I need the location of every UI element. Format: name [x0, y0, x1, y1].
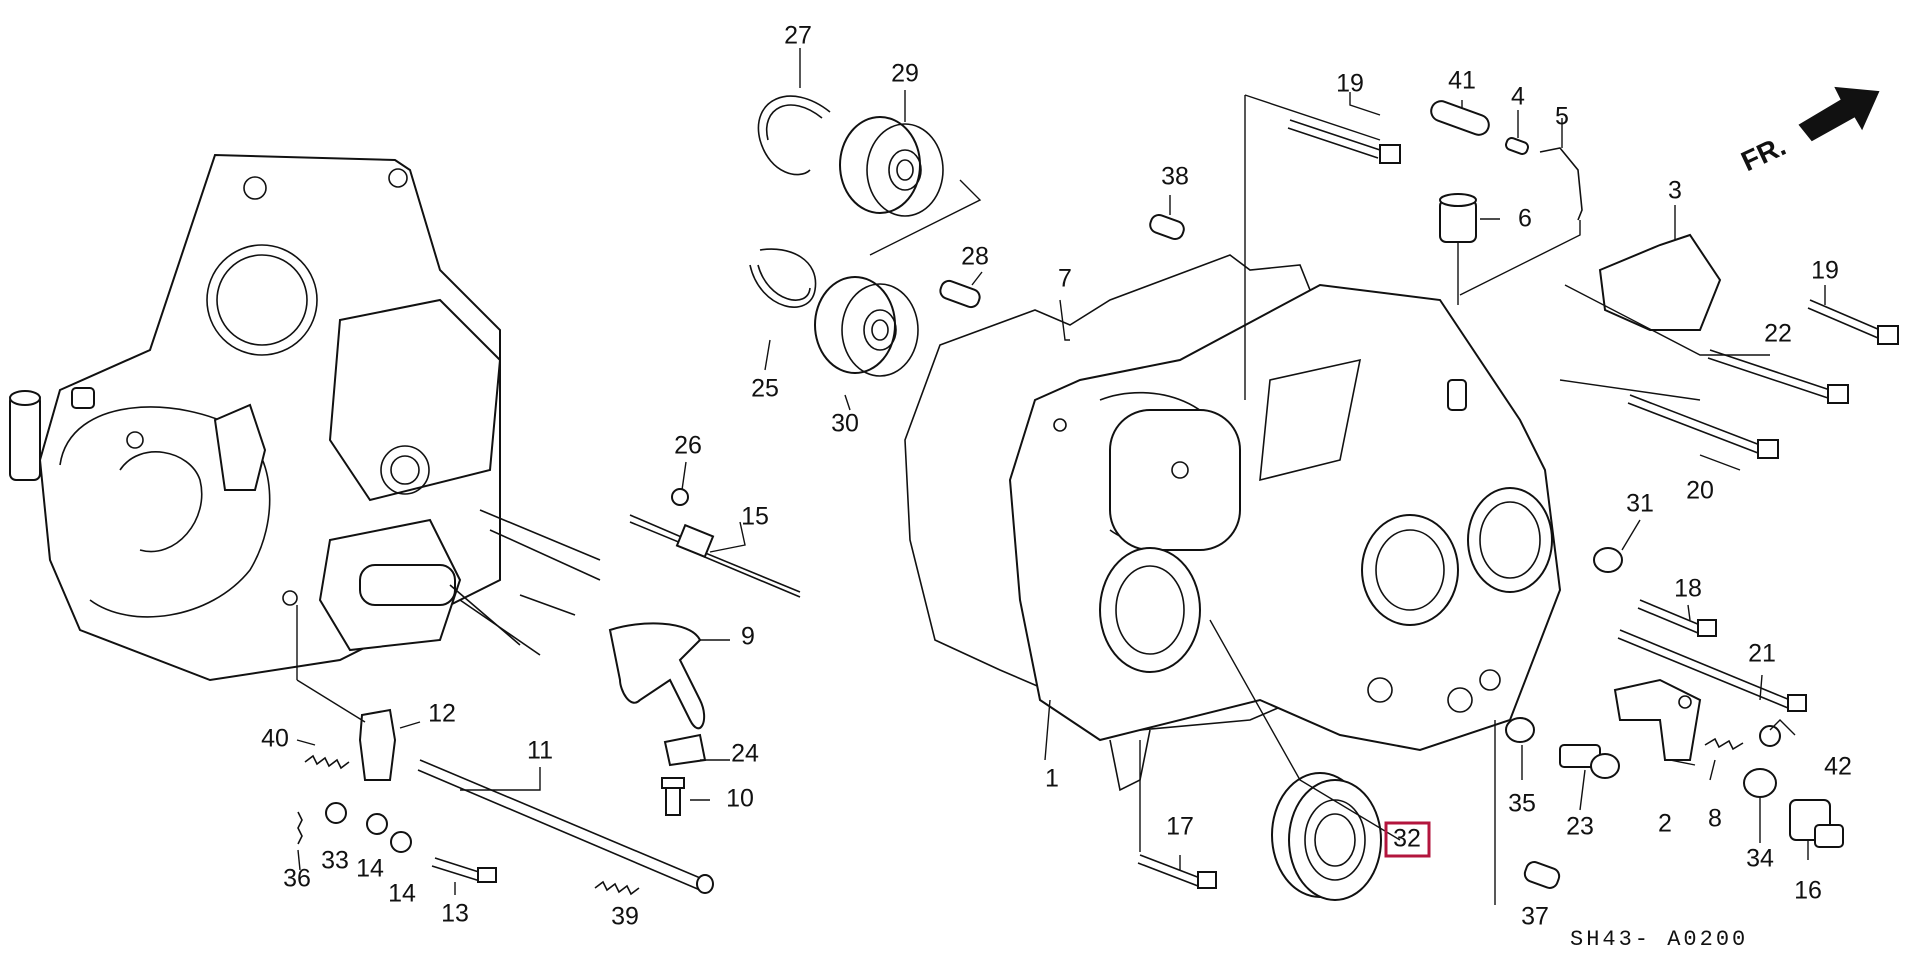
callout-11[interactable]: 11 [527, 737, 553, 765]
callout-32[interactable]: 32 [1393, 825, 1421, 853]
front-arrow-icon [1798, 86, 1880, 142]
callout-13[interactable]: 13 [441, 900, 469, 928]
callout-labels: 1 2 3 4 5 6 7 8 9 10 11 12 13 14 14 15 1… [261, 22, 1852, 931]
collar-14b-drawing [390, 831, 412, 853]
callout-16[interactable]: 16 [1794, 877, 1822, 905]
callout-42[interactable]: 42 [1824, 753, 1852, 781]
bolt-10-drawing [661, 777, 685, 816]
callout-33[interactable]: 33 [321, 847, 349, 875]
shift-rods-drawing [459, 509, 801, 656]
bearing-29-drawing [839, 116, 944, 217]
callout-1[interactable]: 1 [1045, 765, 1059, 793]
highlight-box-32[interactable] [1384, 821, 1431, 858]
nut-26-drawing [671, 488, 689, 506]
callout-3[interactable]: 3 [1668, 177, 1682, 205]
callout-17[interactable]: 17 [1166, 813, 1194, 841]
callout-23[interactable]: 23 [1566, 813, 1594, 841]
callout-2[interactable]: 2 [1658, 810, 1672, 838]
switch-16-drawing [1789, 799, 1844, 848]
bracket-drawing [663, 733, 707, 767]
callout-41[interactable]: 41 [1448, 67, 1476, 95]
bolt-20-drawing [1627, 394, 1779, 459]
callout-19b[interactable]: 19 [1811, 257, 1839, 285]
callout-6[interactable]: 6 [1518, 205, 1532, 233]
callout-8[interactable]: 8 [1708, 805, 1722, 833]
callout-27[interactable]: 27 [784, 22, 812, 50]
spring-40-drawing [304, 754, 350, 770]
snap-ring-25-drawing [749, 248, 817, 308]
oil-seal-drawing [1271, 772, 1382, 901]
bracket-3-drawing [1598, 233, 1722, 331]
callout-15[interactable]: 15 [741, 503, 769, 531]
spring-39-drawing [594, 880, 640, 896]
bolt-13-drawing [431, 857, 497, 883]
callout-24[interactable]: 24 [731, 740, 759, 768]
spring-36-drawing [297, 811, 303, 845]
bolt-17-drawing [1137, 854, 1217, 889]
callout-12[interactable]: 12 [428, 700, 456, 728]
callout-21[interactable]: 21 [1748, 640, 1776, 668]
callout-7[interactable]: 7 [1058, 265, 1072, 293]
pin-41-drawing [1430, 100, 1490, 136]
drawing-code: SH43- A0200 [1570, 927, 1748, 952]
transmission-housing-drawing [1008, 283, 1562, 792]
callout-40[interactable]: 40 [261, 725, 289, 753]
callout-4[interactable]: 4 [1511, 83, 1525, 111]
clutch-housing-drawing [9, 153, 521, 682]
washer-31-drawing [1593, 547, 1623, 573]
snap-ring-27-drawing [757, 95, 831, 176]
callout-20[interactable]: 20 [1686, 477, 1714, 505]
callout-5[interactable]: 5 [1555, 103, 1569, 131]
callout-14a[interactable]: 14 [356, 855, 384, 883]
callout-26[interactable]: 26 [674, 432, 702, 460]
callout-28[interactable]: 28 [961, 243, 989, 271]
callout-19a[interactable]: 19 [1336, 70, 1364, 98]
callout-38[interactable]: 38 [1161, 163, 1189, 191]
callout-31[interactable]: 31 [1626, 490, 1654, 518]
washer-42-drawing [1759, 725, 1781, 747]
dowel-38-drawing [1149, 213, 1185, 241]
collar-14a-drawing [366, 813, 388, 835]
callout-36[interactable]: 36 [283, 865, 311, 893]
washer-33-drawing [325, 802, 347, 824]
front-label: FR. [1736, 130, 1790, 177]
washer-35-drawing [1505, 717, 1535, 743]
bolt-23-drawing [1559, 744, 1620, 779]
bearing-30-drawing [814, 276, 919, 377]
bracket-2-drawing [1613, 678, 1702, 761]
callout-22[interactable]: 22 [1764, 320, 1792, 348]
leader-lines [296, 48, 1826, 905]
callout-34[interactable]: 34 [1746, 845, 1774, 873]
callout-29[interactable]: 29 [891, 60, 919, 88]
bolt-19-top-drawing [1287, 119, 1401, 164]
callout-39[interactable]: 39 [611, 903, 639, 931]
callout-30[interactable]: 30 [831, 410, 859, 438]
cap-6-drawing [1439, 193, 1477, 243]
bolt-18-drawing [1637, 599, 1717, 637]
dowel-37-drawing [1523, 861, 1561, 889]
lever-drawing [358, 708, 397, 781]
breather-tube-5-drawing [1539, 147, 1583, 221]
bolt-19-right-drawing [1807, 299, 1899, 345]
callout-10[interactable]: 10 [726, 785, 754, 813]
callout-25[interactable]: 25 [751, 375, 779, 403]
callout-37[interactable]: 37 [1521, 903, 1549, 931]
callout-35[interactable]: 35 [1508, 790, 1536, 818]
washer-34-drawing [1743, 768, 1777, 798]
bolt-22-drawing [1707, 349, 1849, 404]
callout-9[interactable]: 9 [741, 623, 755, 651]
dowel-28-drawing [939, 279, 981, 309]
shift-fork-drawing [608, 622, 706, 730]
callout-14b[interactable]: 14 [388, 880, 416, 908]
spring-8-drawing [1704, 737, 1744, 751]
callout-18[interactable]: 18 [1674, 575, 1702, 603]
bolt-21-drawing [1617, 629, 1807, 712]
front-direction-indicator: FR. [1736, 86, 1880, 177]
pin-4-drawing [1505, 137, 1529, 155]
